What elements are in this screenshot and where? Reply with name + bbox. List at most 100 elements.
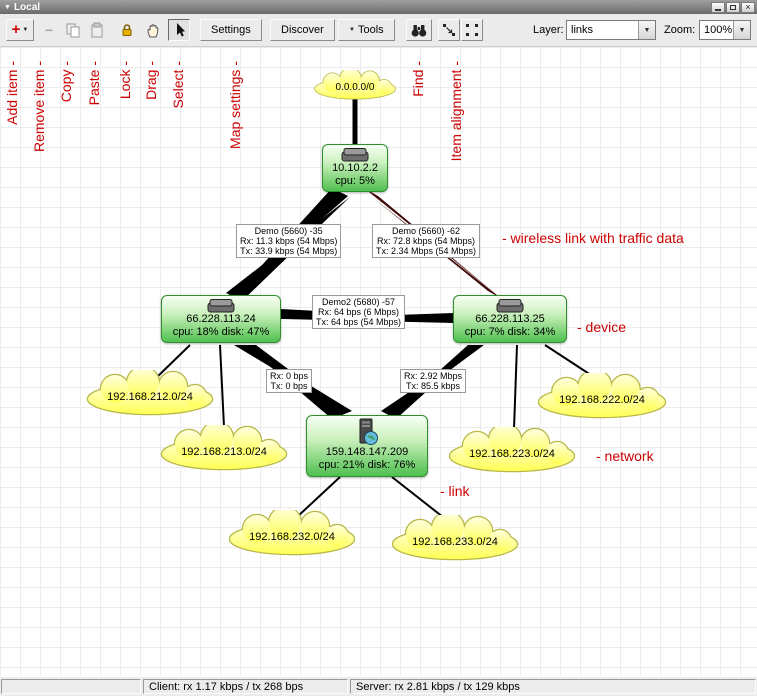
binoculars-icon [411,25,427,37]
device-name: 10.10.2.2 [332,162,378,174]
annotation-network: - network [596,448,654,464]
status-panel-empty [1,679,141,694]
network-label: 192.168.212.0/24 [107,390,193,403]
annotation-copy: Copy - [58,61,74,103]
annotation-map-settings: Map settings - [227,61,243,149]
device-node-router-top[interactable]: 10.10.2.2 cpu: 5% [322,144,388,192]
network-node-223[interactable]: 192.168.223.0/24 [447,427,577,473]
link-label-left-server[interactable]: Rx: 0 bps Tx: 0 bps [266,369,313,393]
minus-icon: − [44,22,54,38]
zoom-dropdown-value: 100% [704,24,733,36]
chevron-down-icon: ▼ [349,27,355,33]
device-name: 66.228.113.24 [186,313,256,325]
window-title-bar: ▼ Local × [0,0,757,14]
toolbar: + ▼ − Settings Discover [0,14,757,47]
link-label-line: Rx: 11.3 kbps (54 Mbps) [240,236,338,246]
link-label-line: Demo (5660) -35 [254,226,323,236]
link-label-line: Demo2 (5680) -57 [322,297,396,307]
status-client: Client: rx 1.17 kbps / tx 268 bps [143,679,348,694]
network-label: 192.168.232.0/24 [249,530,335,543]
annotation-lock: Lock - [117,61,133,100]
chevron-down-icon: ▼ [638,21,655,39]
annotation-drag: Drag - [143,61,159,100]
layer-dropdown-value: links [571,24,594,36]
network-label: 192.168.213.0/24 [181,445,267,458]
collapse-triangle-icon[interactable]: ▼ [4,3,11,11]
link-label-line: Tx: 33.9 kbps (54 Mbps) [240,246,338,256]
network-node-internet[interactable]: 0.0.0.0/0 [313,70,397,100]
remove-item-button[interactable]: − [38,19,60,41]
link-label-demo-35[interactable]: Demo (5660) -35 Rx: 11.3 kbps (54 Mbps) … [236,224,342,258]
hand-icon [147,24,159,38]
paste-icon [91,22,103,38]
select-button[interactable] [168,19,190,41]
close-icon: × [745,1,751,12]
discover-button[interactable]: Discover [270,19,335,41]
device-stats: cpu: 5% [335,175,375,187]
minimize-button[interactable] [711,1,725,13]
link-label-demo-62[interactable]: Demo (5660) -62 Rx: 72.8 kbps (54 Mbps) … [372,224,481,258]
link-label-line: Rx: 72.8 kbps (54 Mbps) [377,236,476,246]
drag-button[interactable] [142,19,164,41]
annotation-item-alignment: Item alignment - [448,61,464,162]
minimize-icon [715,4,721,11]
device-node-server[interactable]: 159.148.147.209 cpu: 21% disk: 76% [306,415,428,477]
device-stats: cpu: 7% disk: 34% [464,326,556,338]
network-node-233[interactable]: 192.168.233.0/24 [390,515,520,561]
status-server: Server: rx 2.81 kbps / tx 129 kbps [350,679,756,694]
close-button[interactable]: × [741,1,755,13]
client-traffic-text: Client: rx 1.17 kbps / tx 268 bps [149,680,304,693]
router-icon [341,148,369,162]
network-node-212[interactable]: 192.168.212.0/24 [85,370,215,416]
annotation-remove-item: Remove item - [31,61,47,153]
align-items-button[interactable] [438,19,460,41]
map-canvas[interactable]: 0.0.0.0/0 192.168.212.0/24 192.168.213.0… [0,47,757,676]
lock-button[interactable] [116,19,138,41]
link-label-right-server[interactable]: Rx: 2.92 Mbps Tx: 85.5 kbps [400,369,467,393]
zoom-label: Zoom: [664,24,696,36]
align-grid-button[interactable] [461,19,483,41]
network-node-213[interactable]: 192.168.213.0/24 [159,425,289,471]
status-bar: Client: rx 1.17 kbps / tx 268 bps Server… [0,676,757,696]
tools-button[interactable]: ▼ Tools [338,19,395,41]
link-label-line: Tx: 64 bps (54 Mbps) [316,317,402,327]
network-label: 192.168.233.0/24 [412,535,498,548]
add-item-button[interactable]: + ▼ [6,19,34,41]
link-label-line: Demo (5660) -62 [392,226,461,236]
device-name: 159.148.147.209 [325,446,409,458]
network-node-232[interactable]: 192.168.232.0/24 [227,510,357,556]
settings-button[interactable]: Settings [200,19,262,41]
maximize-button[interactable] [726,1,740,13]
link-label-line: Rx: 0 bps [270,371,309,381]
server-icon [359,418,378,445]
discover-button-label: Discover [281,24,324,36]
window-buttons: × [711,1,757,13]
grid-alignment-icon [466,24,478,36]
server-traffic-text: Server: rx 2.81 kbps / tx 129 kbps [356,680,520,693]
network-label: 192.168.222.0/24 [559,393,645,406]
device-node-router-right[interactable]: 66.228.113.25 cpu: 7% disk: 34% [453,295,567,343]
router-icon [496,299,524,313]
settings-button-label: Settings [211,24,251,36]
annotation-paste: Paste - [86,61,102,106]
lock-icon [122,24,132,36]
paste-button[interactable] [86,19,108,41]
copy-icon [66,23,80,38]
device-node-router-left[interactable]: 66.228.113.24 cpu: 18% disk: 47% [161,295,281,343]
network-node-222[interactable]: 192.168.222.0/24 [536,373,668,419]
router-icon [207,299,235,313]
link-label-demo2-57[interactable]: Demo2 (5680) -57 Rx: 64 bps (6 Mbps) Tx:… [312,295,406,329]
window-title: Local [13,1,41,13]
annotation-wireless-link: - wireless link with traffic data [502,230,684,246]
map-links[interactable] [0,47,757,676]
device-name: 66.228.113.25 [475,313,545,325]
link-label-line: Tx: 0 bps [270,381,308,391]
layer-dropdown[interactable]: links ▼ [566,20,656,40]
chevron-down-icon: ▼ [22,27,29,33]
zoom-dropdown[interactable]: 100% ▼ [699,20,751,40]
copy-button[interactable] [62,19,84,41]
item-alignment-icon [443,24,455,36]
annotation-find: Find - [410,61,426,97]
annotation-add-item: Add item - [4,61,20,125]
find-button[interactable] [406,19,432,41]
